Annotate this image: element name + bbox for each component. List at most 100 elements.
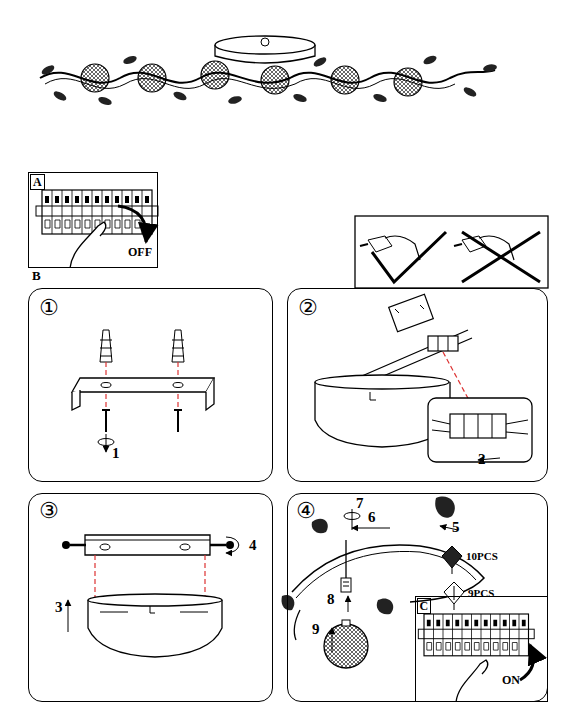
canopy-fixing-step xyxy=(85,535,210,555)
chandelier xyxy=(215,36,315,54)
step-number: ③ xyxy=(39,500,59,522)
canopy-fixing-step xyxy=(95,555,205,598)
lamp-arm-step xyxy=(324,624,368,668)
chandelier xyxy=(312,55,328,68)
chandelier xyxy=(40,63,56,76)
lamp-arm-step xyxy=(345,540,346,580)
mounting-bracket-step xyxy=(106,434,107,452)
callout-number: 3 xyxy=(55,600,63,615)
mounting-bracket-step xyxy=(100,330,112,362)
callout-number: 8 xyxy=(327,592,335,607)
breaker-on xyxy=(418,614,534,702)
lamp-arm-step xyxy=(343,582,349,586)
chandelier xyxy=(52,89,68,102)
mounting-bracket-step xyxy=(102,410,182,432)
lamp-arm-step xyxy=(352,509,353,530)
wiring-step xyxy=(443,352,470,402)
canopy-fixing-step xyxy=(100,544,110,550)
lamp-arm-step xyxy=(348,596,349,612)
chandelier xyxy=(97,95,113,106)
chandelier xyxy=(422,54,438,66)
canopy-fixing-step xyxy=(88,600,222,657)
wiring-warning xyxy=(454,244,462,246)
canopy-fixing-step xyxy=(210,544,226,547)
lamp-arm-step xyxy=(341,578,351,592)
wiring-warning xyxy=(385,236,420,260)
step-number: ④ xyxy=(296,500,316,522)
canopy-fixing-step xyxy=(226,541,234,549)
canopy-fixing-step xyxy=(100,606,208,613)
wiring-step xyxy=(432,414,528,438)
wiring-warning xyxy=(355,216,548,288)
chandelier xyxy=(40,36,498,107)
chandelier xyxy=(331,66,359,94)
switch-state: ON xyxy=(502,674,520,686)
breaker-off xyxy=(36,190,158,268)
step-panel: ② xyxy=(287,288,548,482)
breaker-on xyxy=(456,660,488,702)
mounting-bracket-step xyxy=(72,330,214,452)
breaker-on xyxy=(520,645,533,680)
mounting-bracket-step xyxy=(173,383,183,388)
wiring-step xyxy=(370,392,376,400)
canopy-fixing-step xyxy=(88,594,222,606)
wiring-step xyxy=(389,294,434,331)
mounting-bracket-step xyxy=(106,362,178,432)
canopy-fixing-step xyxy=(70,544,86,547)
lamp-arm-step xyxy=(342,620,350,626)
mounting-bracket-step xyxy=(72,378,214,410)
chandelier xyxy=(122,54,138,65)
switch-state: OFF xyxy=(128,246,152,258)
step-panel: ① xyxy=(28,288,273,482)
canopy-fixing-step xyxy=(180,544,190,550)
chandelier xyxy=(462,85,478,98)
chandelier xyxy=(261,66,289,94)
chandelier xyxy=(261,38,269,46)
wiring-step xyxy=(395,305,424,313)
canopy-fixing-step xyxy=(85,540,210,541)
wiring-step xyxy=(315,294,532,462)
chandelier xyxy=(201,61,229,89)
callout-number: 1 xyxy=(112,446,120,461)
breaker-on xyxy=(418,614,534,656)
chandelier xyxy=(482,63,497,72)
chandelier xyxy=(372,92,388,103)
lamp-arm-step xyxy=(294,610,300,640)
lamp-arm-step xyxy=(377,598,393,614)
canopy-fixing-step xyxy=(226,537,239,553)
wiring-warning xyxy=(368,236,392,252)
mounting-bracket-step xyxy=(72,378,214,392)
panel-letter: A xyxy=(30,174,45,190)
lamp-arm-step xyxy=(435,496,455,517)
chandelier xyxy=(394,68,422,96)
panel-letter: B xyxy=(32,269,41,282)
chandelier xyxy=(172,90,188,102)
callout-number: 7 xyxy=(356,496,364,511)
chandelier xyxy=(227,95,242,105)
wiring-step xyxy=(428,336,458,351)
callout-number: 2 xyxy=(478,452,486,467)
quantity: 10PCS xyxy=(466,551,498,562)
wiring-warning xyxy=(360,244,368,246)
lamp-arm-step xyxy=(352,528,390,529)
lamp-arm-step xyxy=(442,546,462,574)
inset-panel: C xyxy=(415,596,548,702)
callout-number: 4 xyxy=(249,538,257,553)
chandelier xyxy=(81,64,109,92)
canopy-fixing-step xyxy=(68,600,69,632)
canopy-fixing-step xyxy=(62,535,239,657)
step-panel: ④C xyxy=(287,493,548,702)
panel-letter: C xyxy=(417,598,432,614)
mounting-bracket-step xyxy=(172,330,184,362)
step-number: ② xyxy=(298,297,318,319)
chandelier xyxy=(292,92,308,103)
breaker-off xyxy=(70,222,106,268)
wiring-step xyxy=(438,336,448,351)
chandelier xyxy=(138,64,166,92)
canopy-fixing-step xyxy=(62,541,70,549)
wiring-step xyxy=(315,375,449,389)
step-panel: ③ xyxy=(28,493,273,702)
callout-number: 9 xyxy=(312,622,320,637)
wiring-warning xyxy=(372,232,446,282)
